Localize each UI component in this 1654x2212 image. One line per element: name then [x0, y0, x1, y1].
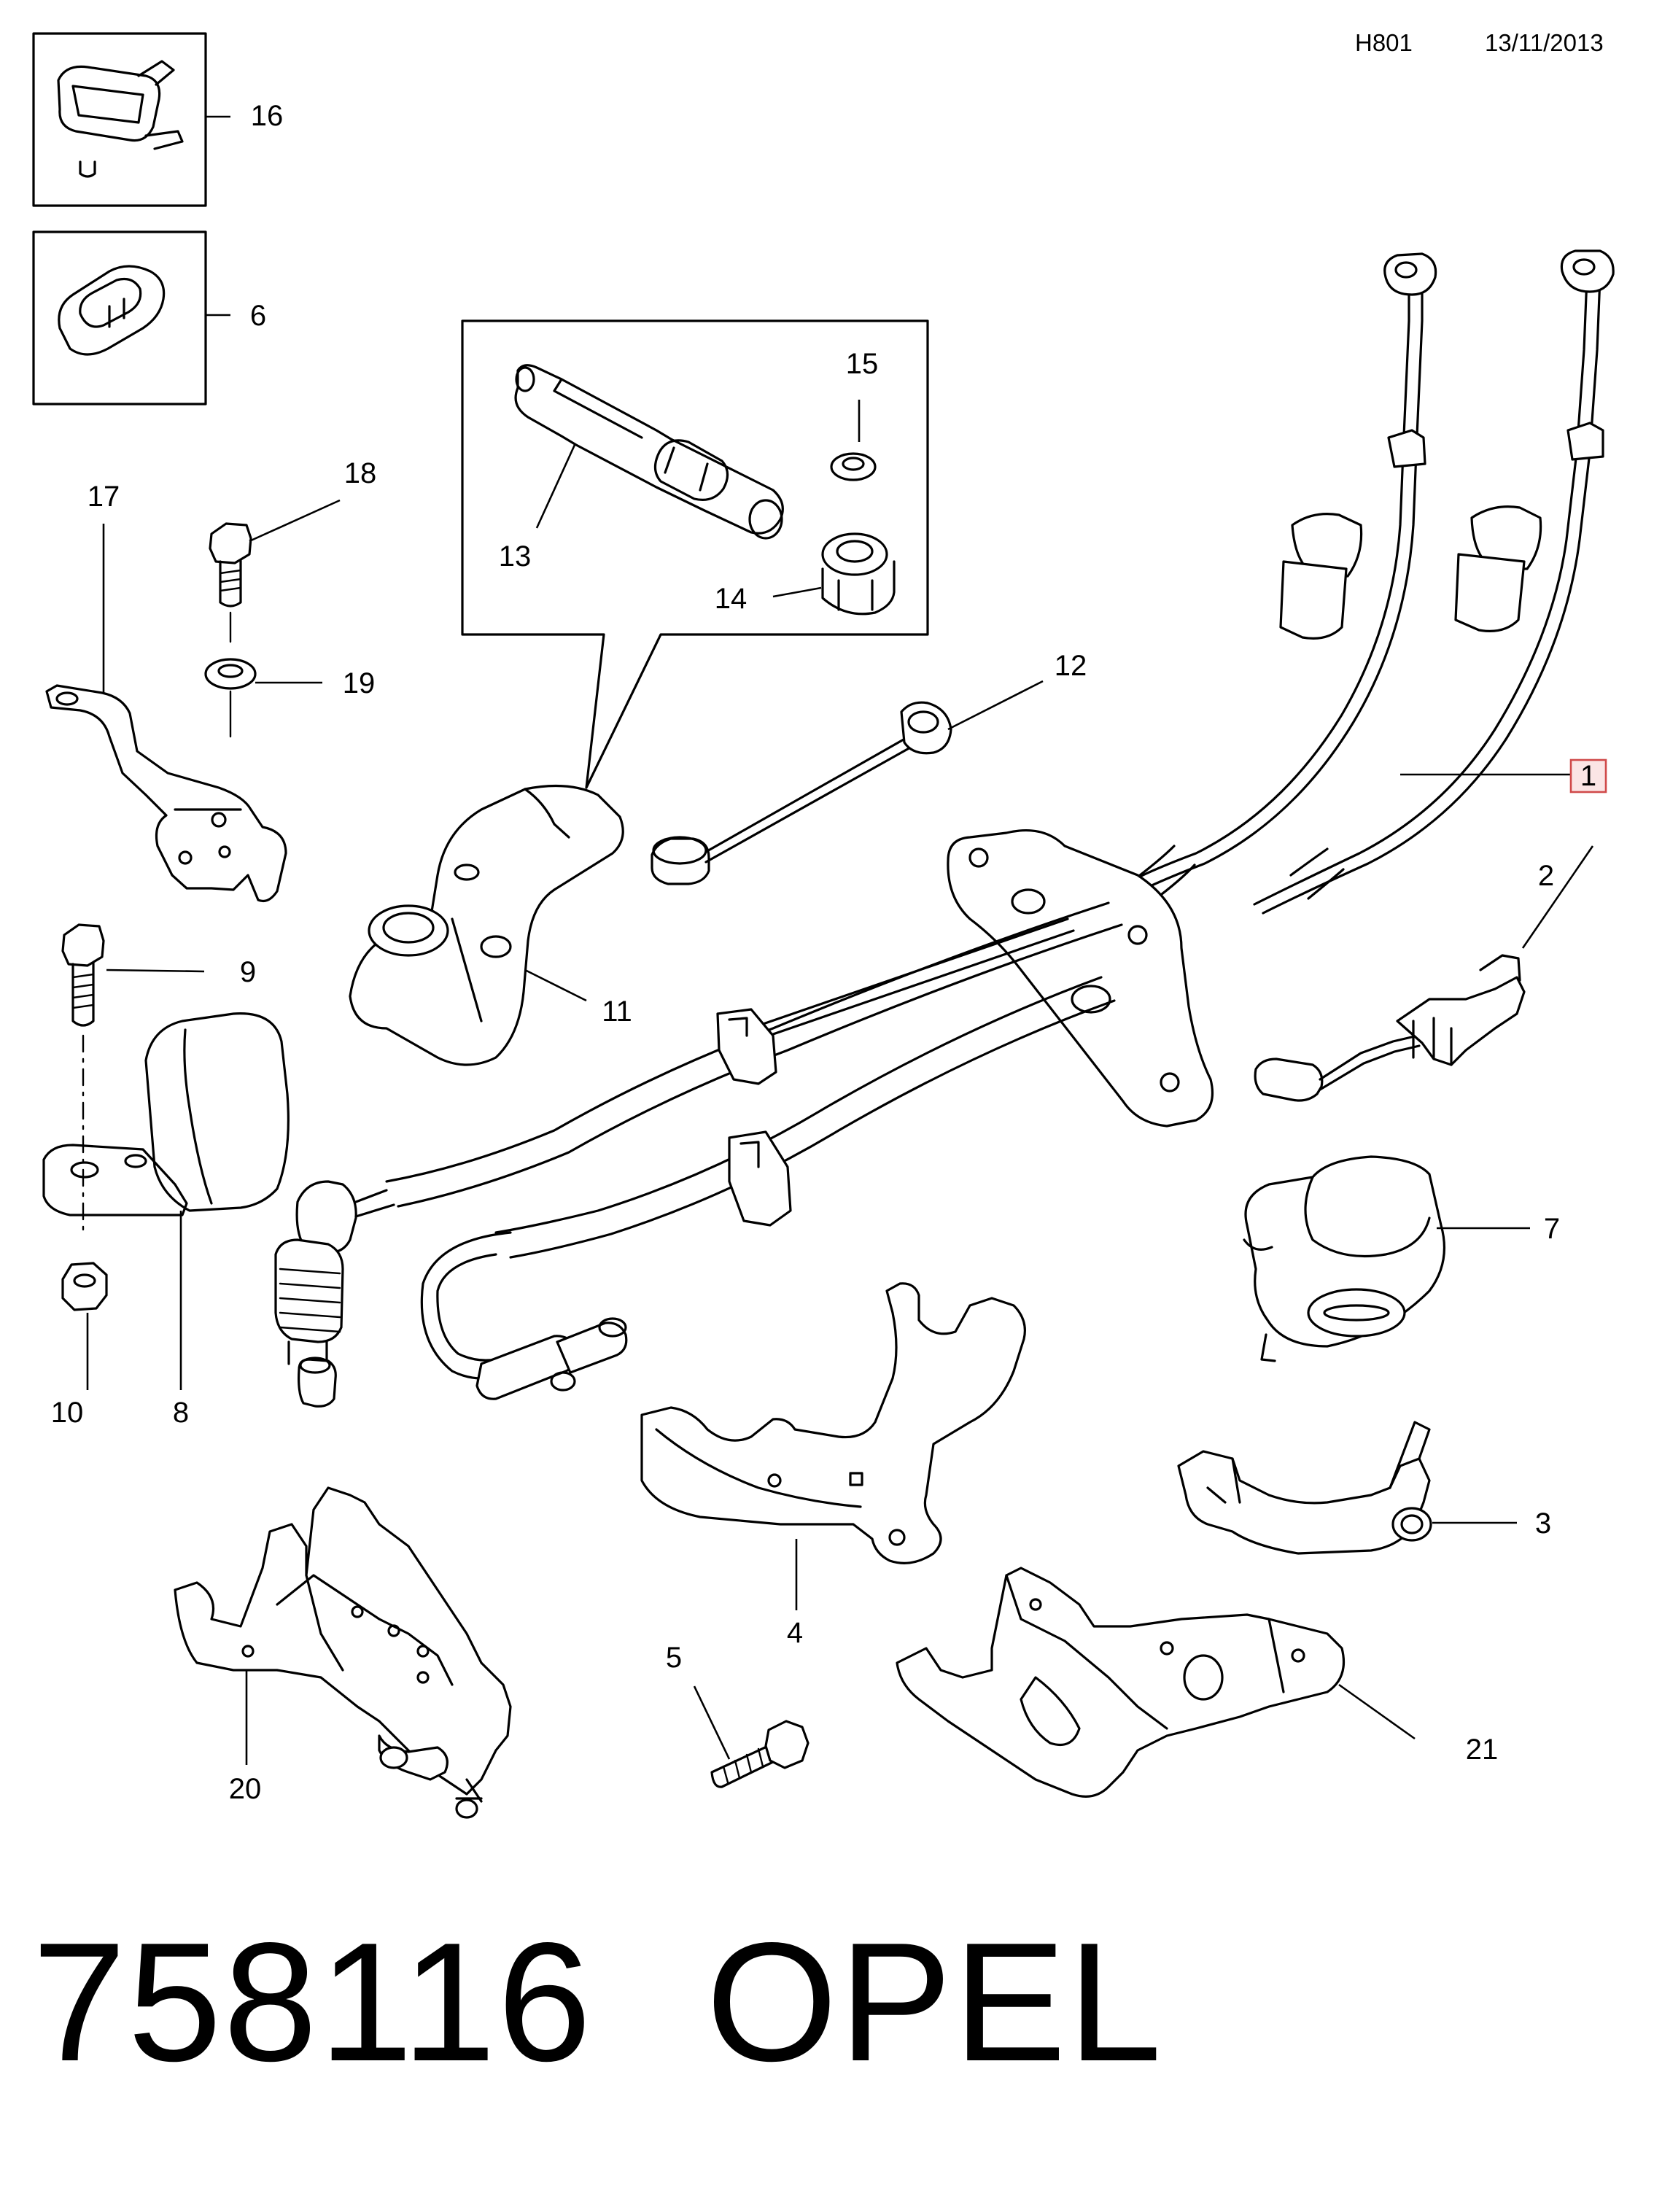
callout-6: 6	[250, 300, 266, 332]
part-21-bracket[interactable]	[896, 1567, 1346, 1798]
callout-9: 9	[240, 956, 256, 988]
part-13-bolt[interactable]	[514, 364, 784, 540]
part-20-bracket[interactable]	[174, 1486, 512, 1819]
callout-11: 11	[602, 996, 632, 1028]
callout-12: 12	[1055, 650, 1087, 682]
callout-13: 13	[499, 540, 532, 573]
part-16-inset[interactable]	[32, 32, 230, 207]
callout-3: 3	[1535, 1507, 1551, 1540]
part-10-nut[interactable]	[61, 1262, 108, 1311]
callout-21: 21	[1466, 1734, 1499, 1766]
part-number: 758116	[32, 1908, 593, 2097]
part-8-mount[interactable]	[42, 1012, 290, 1216]
part-15-washer[interactable]	[830, 452, 877, 481]
part-18-bolt[interactable]	[209, 522, 252, 643]
part-11-bracket[interactable]	[349, 784, 624, 1066]
part-7-cover[interactable]	[1243, 1155, 1446, 1362]
part-9-bolt[interactable]	[61, 923, 105, 1234]
callout-20: 20	[229, 1773, 262, 1805]
part-2-wiring-harness[interactable]	[1254, 954, 1526, 1102]
part-4-plate[interactable]	[640, 1282, 1026, 1564]
callout-16: 16	[251, 100, 284, 132]
callout-2: 2	[1538, 860, 1554, 892]
part-14-nut[interactable]	[821, 532, 896, 616]
callout-17: 17	[88, 481, 120, 513]
callout-19: 19	[343, 667, 376, 699]
brand-name: OPEL	[706, 1908, 1163, 2097]
callout-1-highlight[interactable]: 1	[1569, 758, 1607, 793]
callout-15: 15	[846, 348, 879, 380]
callout-5: 5	[666, 1642, 682, 1674]
part-5-bolt[interactable]	[710, 1720, 809, 1788]
illustration-code: H801	[1355, 29, 1413, 56]
part-17-bracket[interactable]	[45, 684, 287, 903]
part-1-cable-assembly[interactable]	[274, 249, 1615, 1408]
part-12-link-rod[interactable]	[651, 701, 952, 885]
callout-4: 4	[787, 1617, 803, 1649]
detail-inset-13-14-15	[461, 319, 929, 789]
callout-10: 10	[51, 1397, 84, 1429]
callout-1: 1	[1580, 760, 1596, 792]
callout-7: 7	[1544, 1213, 1560, 1245]
callout-8: 8	[173, 1397, 189, 1429]
callout-14: 14	[715, 583, 748, 615]
part-19-washer[interactable]	[204, 658, 257, 738]
leader-lines	[86, 400, 1594, 1765]
diagram-date: 13/11/2013	[1485, 29, 1604, 56]
callout-18: 18	[344, 457, 377, 489]
part-6-inset[interactable]	[32, 230, 230, 405]
part-3-clip[interactable]	[1177, 1421, 1432, 1555]
